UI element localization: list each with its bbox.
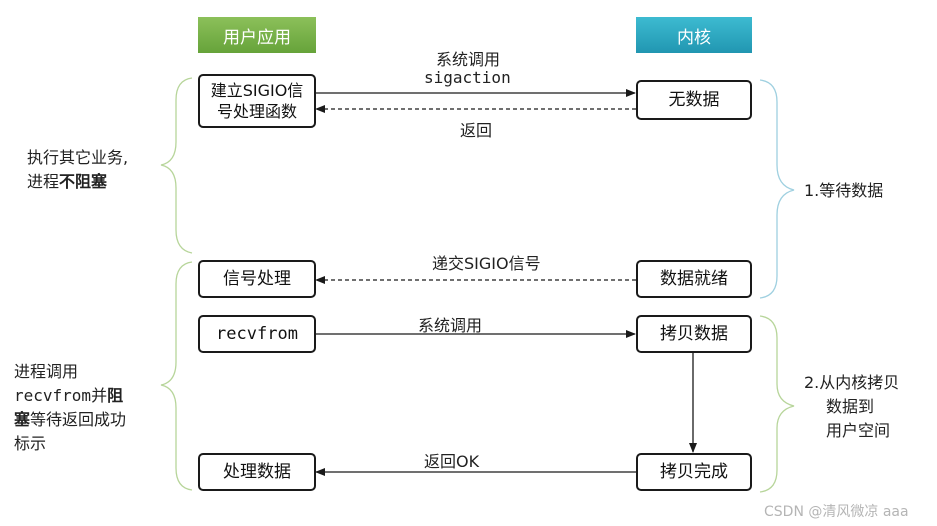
no-data-box: 无数据	[636, 80, 752, 120]
process-data-label: 处理数据	[223, 461, 291, 482]
signal-handling-label: 信号处理	[223, 268, 291, 289]
phase-2-line-1: 2.从内核拷贝	[804, 373, 900, 392]
return-label: 返回	[460, 121, 493, 140]
data-ready-box: 数据就绪	[636, 260, 752, 298]
left-brace-2	[160, 261, 193, 491]
recvfrom-label: recvfrom	[216, 323, 298, 344]
watermark: CSDN @清风微凉 aaa	[764, 504, 909, 520]
left-note-2-line-3: 塞等待返回成功	[14, 408, 126, 432]
left-note-2-line-3-plain: 等待返回成功	[30, 410, 127, 429]
left-note-nonblocking: 执行其它业务, 进程不阻塞	[27, 146, 128, 194]
phase-2-line-2: 数据到	[826, 397, 875, 416]
user-app-header: 用户应用	[198, 17, 316, 53]
right-brace-1	[759, 79, 795, 299]
phase-2-label: 2.从内核拷贝 数据到 用户空间	[804, 371, 899, 443]
left-brace-1	[160, 77, 193, 254]
setup-signal-handler-label: 建立SIGIO信号处理函数	[210, 81, 304, 121]
signal-handling-box: 信号处理	[198, 260, 316, 298]
deliver-signal-label: 递交SIGIO信号	[432, 254, 541, 273]
left-note-2-line-2-plain: recvfrom并	[14, 386, 108, 405]
left-note-2-line-1: 进程调用	[14, 362, 79, 381]
no-data-label: 无数据	[668, 89, 720, 110]
phase-2-line-3: 用户空间	[826, 421, 891, 440]
recvfrom-box: recvfrom	[198, 315, 316, 353]
data-ready-label: 数据就绪	[660, 268, 728, 289]
left-note-2-line-4: 标示	[14, 434, 47, 453]
syscall-label-2: 系统调用	[418, 316, 483, 335]
phase-1-label: 1.等待数据	[804, 181, 884, 200]
left-note-1-line-2-bold: 不阻塞	[59, 172, 108, 191]
copy-done-label: 拷贝完成	[660, 461, 728, 482]
kernel-header: 内核	[636, 17, 752, 53]
left-note-2-line-2-bold: 阻	[107, 386, 124, 405]
left-note-1-line-2: 进程不阻塞	[27, 170, 128, 194]
left-note-1-line-1: 执行其它业务,	[27, 148, 129, 167]
setup-signal-handler-box: 建立SIGIO信号处理函数	[198, 74, 316, 128]
copy-done-box: 拷贝完成	[636, 453, 752, 491]
process-data-box: 处理数据	[198, 453, 316, 491]
left-note-2-line-3-bold: 塞	[14, 410, 31, 429]
right-brace-2	[759, 315, 795, 493]
sigaction-label: sigaction	[424, 68, 511, 87]
left-note-2-line-2: recvfrom并阻	[14, 384, 126, 408]
copy-data-label: 拷贝数据	[660, 323, 728, 344]
syscall-label-1: 系统调用	[436, 50, 501, 69]
copy-data-box: 拷贝数据	[636, 315, 752, 353]
return-ok-label: 返回OK	[424, 452, 480, 471]
left-note-blocking: 进程调用 recvfrom并阻 塞等待返回成功 标示	[14, 360, 126, 456]
left-note-1-line-2-plain: 进程	[27, 172, 60, 191]
